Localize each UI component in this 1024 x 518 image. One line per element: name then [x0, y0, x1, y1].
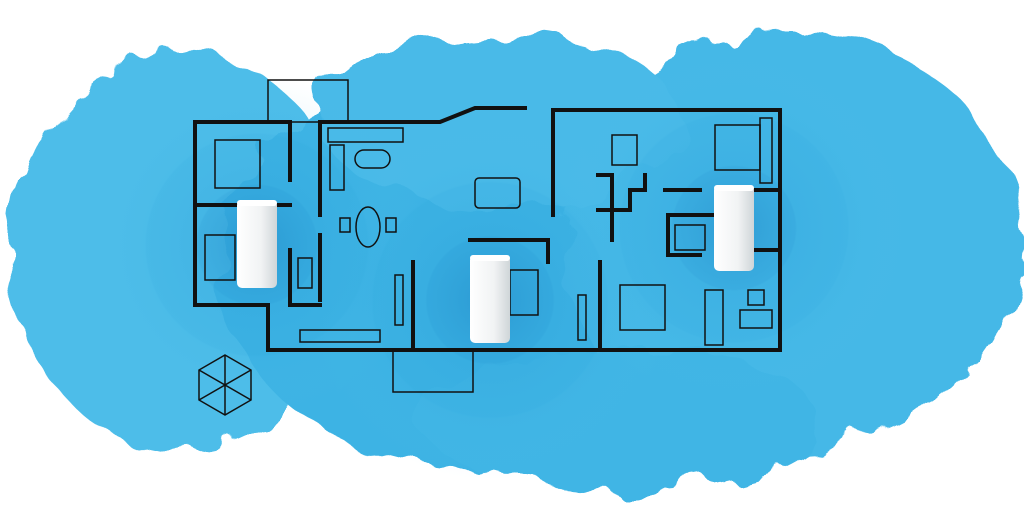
- gazebo-icon: [198, 354, 252, 416]
- mesh-router-icon: [237, 185, 754, 343]
- node-left: [237, 200, 277, 288]
- node-right: [714, 185, 754, 271]
- floor-plan-icon: [193, 79, 782, 393]
- node-center: [470, 255, 510, 343]
